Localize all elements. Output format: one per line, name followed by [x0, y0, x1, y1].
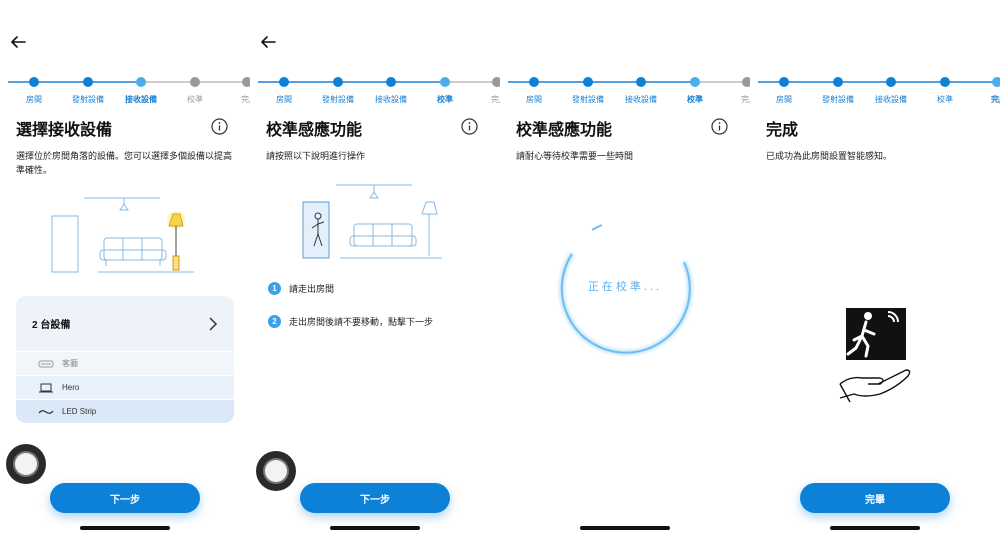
- step-label-calibrate: 校準: [187, 95, 203, 104]
- device-group-header[interactable]: 2 台設備: [16, 296, 234, 351]
- step-label-transmitter: 發射設備: [322, 95, 354, 104]
- step-label-done: 完成: [991, 95, 1000, 104]
- step-dot-current: [136, 77, 146, 87]
- page-subtitle: 請按照以下說明進行操作: [266, 151, 366, 161]
- instruction-step-1: 1 請走出房間: [268, 282, 334, 295]
- info-icon[interactable]: [211, 118, 228, 135]
- assistive-touch-button[interactable]: [6, 444, 46, 484]
- step-label-room: 房間: [276, 95, 292, 104]
- calibration-spinner: [559, 224, 693, 356]
- assistive-touch-button[interactable]: [256, 451, 296, 491]
- device-group-card: 2 台設備 客廳 Hero LED Strip: [16, 296, 234, 423]
- device-item-hero[interactable]: Hero: [16, 375, 234, 399]
- step-label-receiver: 接收設備: [875, 95, 907, 104]
- page-title: 選擇接收設備: [16, 122, 113, 139]
- progress-stepper: 房間 發射設備 接收設備 校準 完成: [0, 70, 250, 106]
- progress-stepper: 房間 發射設備 接收設備 校準 完成: [750, 70, 1000, 106]
- step-label-receiver: 接收設備: [625, 95, 657, 104]
- back-arrow-icon[interactable]: [9, 33, 27, 51]
- step-label-room: 房間: [776, 95, 792, 104]
- page-title: 校準感應功能: [266, 122, 363, 139]
- step-label-calibrate: 校準: [687, 95, 703, 104]
- step-label-done: 完成: [741, 95, 750, 104]
- page-title: 完成: [766, 122, 799, 139]
- step-label-calibrate: 校準: [937, 95, 953, 104]
- step-label-transmitter: 發射設備: [822, 95, 854, 104]
- wave-icon: [38, 409, 54, 414]
- instruction-text: 走出房間後請不要移動，點擊下一步: [289, 317, 434, 327]
- step-label-done: 完成: [241, 95, 250, 104]
- home-indicator[interactable]: [330, 526, 420, 530]
- room-illustration: [51, 197, 194, 273]
- info-icon[interactable]: [711, 118, 728, 135]
- progress-stepper: 房間 發射設備 接收設備 校準 完成: [500, 70, 750, 106]
- step-label-transmitter: 發射設備: [572, 95, 604, 104]
- progress-stepper: 房間 發射設備 接收設備 校準 完成: [250, 70, 500, 106]
- step-dot-done: [29, 77, 39, 87]
- step-label-transmitter: 發射設備: [72, 95, 104, 104]
- exit-room-illustration: [302, 184, 442, 259]
- home-indicator[interactable]: [580, 526, 670, 530]
- home-indicator[interactable]: [80, 526, 170, 530]
- next-button[interactable]: 下一步: [50, 483, 200, 513]
- sofa-icon: [38, 360, 54, 367]
- instruction-step-2: 2 走出房間後請不要移動，點擊下一步: [268, 315, 433, 328]
- device-item-label: Hero: [62, 383, 80, 392]
- device-item-led-strip[interactable]: LED Strip: [16, 399, 234, 423]
- motion-sensing-icon: [839, 308, 911, 403]
- device-item-label: 客廳: [62, 359, 78, 368]
- back-arrow-icon[interactable]: [259, 33, 277, 51]
- device-item-living-room[interactable]: 客廳: [16, 351, 234, 375]
- device-count-label: 2 台設備: [32, 320, 71, 331]
- screen-select-receiver: 房間 發射設備 接收設備 校準 完成 選擇接收設備 選擇位於房間角落的設備。您可…: [0, 0, 250, 536]
- device-item-label: LED Strip: [62, 407, 97, 416]
- step-number-badge: 1: [268, 282, 281, 295]
- laptop-icon: [39, 383, 53, 392]
- step-label-room: 房間: [26, 95, 42, 104]
- step-dot-pending: [242, 77, 250, 87]
- calibrating-status: 正在校準...: [587, 281, 663, 293]
- screen-calibrate-instructions: 房間 發射設備 接收設備 校準 完成 校準感應功能 請按照以下說明進行操作 1 …: [250, 0, 500, 536]
- instruction-text: 請走出房間: [289, 284, 335, 294]
- step-number-badge: 2: [268, 315, 281, 328]
- page-title: 校準感應功能: [516, 122, 613, 139]
- step-label-calibrate: 校準: [437, 95, 453, 104]
- chevron-right-icon: [209, 317, 218, 331]
- finish-button[interactable]: 完畢: [800, 483, 950, 513]
- next-button[interactable]: 下一步: [300, 483, 450, 513]
- screen-complete: 房間 發射設備 接收設備 校準 完成 完成 已成功為此房間設置智能感知。 完畢: [750, 0, 1000, 536]
- step-label-room: 房間: [526, 95, 542, 104]
- screen-calibrating: 房間 發射設備 接收設備 校準 完成 校準感應功能 請耐心等待校準需要一些時間 …: [500, 0, 750, 536]
- info-icon[interactable]: [461, 118, 478, 135]
- page-subtitle: 已成功為此房間設置智能感知。: [766, 151, 893, 161]
- page-subtitle: 請耐心等待校準需要一些時間: [516, 151, 634, 161]
- step-label-receiver: 接收設備: [125, 95, 157, 104]
- page-subtitle: 選擇位於房間角落的設備。您可以選擇多個設備以提高準確性。: [16, 151, 233, 175]
- step-dot-pending: [190, 77, 200, 87]
- step-label-done: 完成: [491, 95, 500, 104]
- home-indicator[interactable]: [830, 526, 920, 530]
- step-label-receiver: 接收設備: [375, 95, 407, 104]
- step-dot-done: [83, 77, 93, 87]
